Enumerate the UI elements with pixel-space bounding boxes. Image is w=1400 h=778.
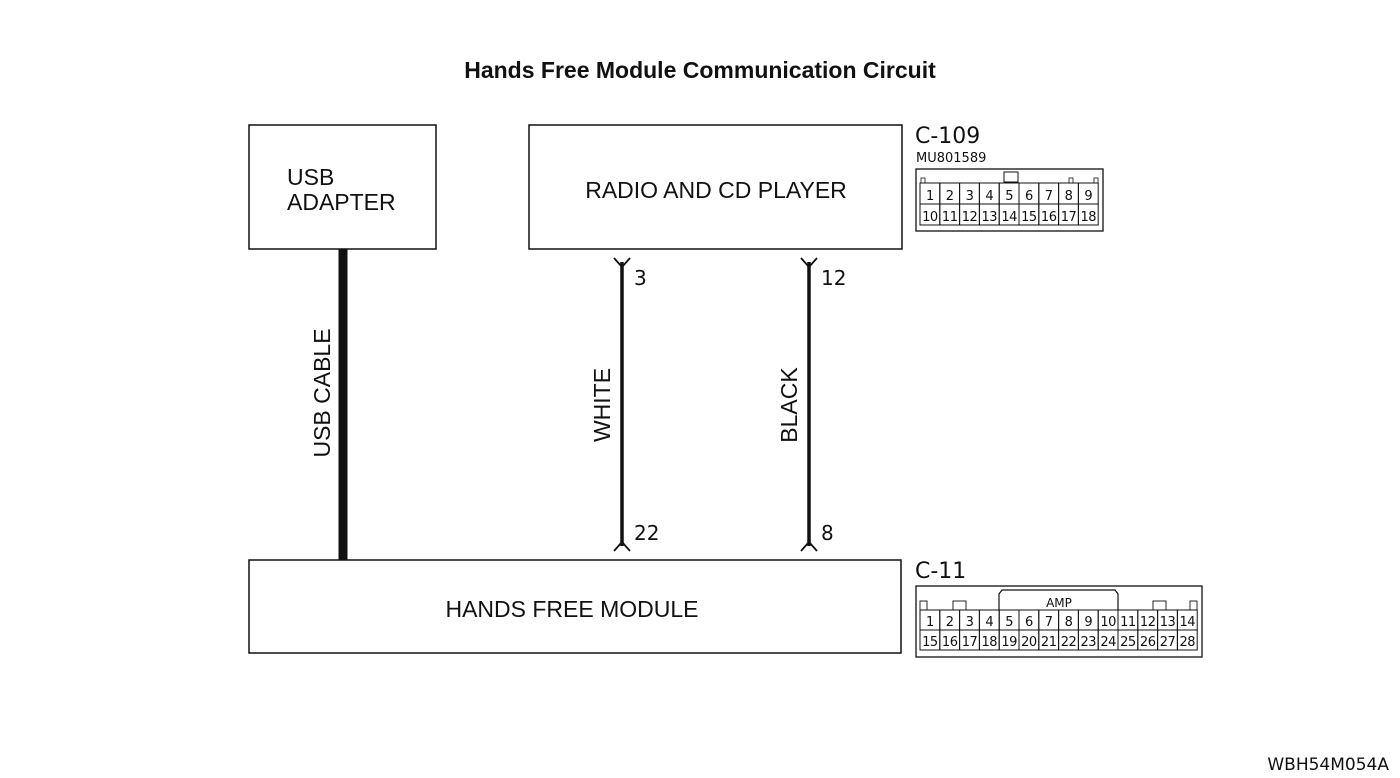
connector-pin-number: 3 — [966, 189, 974, 204]
connector-pin-number: 9 — [1084, 189, 1092, 204]
usb-adapter-label-line2: ADAPTER — [287, 189, 396, 215]
connector-pin-number: 13 — [982, 210, 998, 225]
connector-pin-number: 7 — [1045, 189, 1053, 204]
connector-pin-number: 4 — [985, 189, 993, 204]
hands-free-module-label: HANDS FREE MODULE — [445, 596, 698, 622]
figure-code: WBH54M054A — [1267, 755, 1389, 775]
diagram-title: Hands Free Module Communication Circuit — [464, 57, 936, 83]
connector-pin-cell — [1176, 629, 1198, 651]
connector-pin-number: 25 — [1120, 635, 1136, 650]
connector-pin-number: 11 — [942, 210, 958, 225]
connector-pin-number: 3 — [966, 615, 974, 630]
connector-c11-name: C-11 — [915, 559, 966, 584]
connector-c109-name: C-109 — [915, 124, 980, 149]
connector-pin-number: 16 — [1041, 210, 1057, 225]
connector-pin-number: 15 — [1021, 210, 1037, 225]
connector-c109-part-number: MU801589 — [916, 151, 986, 166]
white-wire-top-pin: 3 — [634, 266, 647, 290]
connector-pin-number: 26 — [1140, 635, 1156, 650]
black-wire-bottom-pin: 8 — [821, 521, 834, 545]
connector-terminal-mark — [800, 540, 818, 552]
connector-pin-number: 2 — [946, 615, 954, 630]
connector-pin-number: 14 — [1180, 615, 1196, 630]
radio-cd-player-box: RADIO AND CD PLAYER — [528, 124, 903, 250]
connector-pin-number: 19 — [1001, 635, 1017, 650]
connector-terminal-mark — [613, 540, 631, 552]
connector-pin-cell — [1077, 203, 1099, 226]
connector-pin-number: 6 — [1025, 189, 1033, 204]
black-wire-top-pin: 12 — [821, 266, 846, 290]
usb-cable: USB CABLE — [309, 249, 348, 560]
connector-pin-number: 6 — [1025, 615, 1033, 630]
connector-terminal-mark — [800, 257, 818, 269]
connector-pin-number: 15 — [922, 635, 938, 650]
connector-pin-number: 18 — [1081, 210, 1097, 225]
connector-pin-number: 18 — [982, 635, 998, 650]
connector-pin-number: 14 — [1001, 210, 1017, 225]
connector-pin-number: 5 — [1005, 189, 1013, 204]
black-wire-label: BLACK — [776, 367, 802, 443]
connector-pin-number: 20 — [1021, 635, 1037, 650]
connector-pin-number: 5 — [1005, 615, 1013, 630]
connector-pin-number: 8 — [1065, 615, 1073, 630]
connector-pin-number: 16 — [942, 635, 958, 650]
connector-pin-number: 10 — [1100, 615, 1116, 630]
connector-pin-number: 12 — [1140, 615, 1156, 630]
connector-pin-number: 28 — [1180, 635, 1196, 650]
connector-pin-number: 4 — [985, 615, 993, 630]
white-wire-bottom-pin: 22 — [634, 521, 659, 545]
white-wire-label: WHITE — [589, 368, 615, 442]
connector-pin-number: 21 — [1041, 635, 1057, 650]
usb-adapter-label-line1: USB — [287, 164, 334, 190]
connector-pin-number: 1 — [926, 189, 934, 204]
connector-pin-number: 27 — [1160, 635, 1176, 650]
connector-pin-number: 17 — [1061, 210, 1077, 225]
connector-pin-number: 2 — [946, 189, 954, 204]
connector-pin-number: 11 — [1120, 615, 1136, 630]
connector-pin-number: 24 — [1100, 635, 1116, 650]
usb-adapter-box: USB ADAPTER — [248, 124, 437, 250]
connector-terminal-mark — [613, 257, 631, 269]
connector-c11-latch — [998, 589, 1119, 610]
connector-pin-number: 10 — [922, 210, 938, 225]
connector-pin-number: 1 — [926, 615, 934, 630]
connector-pin-number: 9 — [1084, 615, 1092, 630]
usb-cable-label: USB CABLE — [309, 328, 335, 457]
connector-pin-number: 17 — [962, 635, 978, 650]
connector-pin-number: 22 — [1061, 635, 1077, 650]
connector-pin-number: 7 — [1045, 615, 1053, 630]
connector-pin-number: 8 — [1065, 189, 1073, 204]
connector-pin-number: 23 — [1081, 635, 1097, 650]
radio-cd-player-label: RADIO AND CD PLAYER — [585, 177, 847, 203]
white-wire: 3 22 WHITE — [589, 257, 659, 552]
hands-free-module-box: HANDS FREE MODULE — [248, 559, 902, 654]
connector-c11-tag: AMP — [1046, 596, 1072, 610]
black-wire: 12 8 BLACK — [776, 257, 846, 552]
connector-pin-number: 13 — [1160, 615, 1176, 630]
connector-pin-number: 12 — [962, 210, 978, 225]
